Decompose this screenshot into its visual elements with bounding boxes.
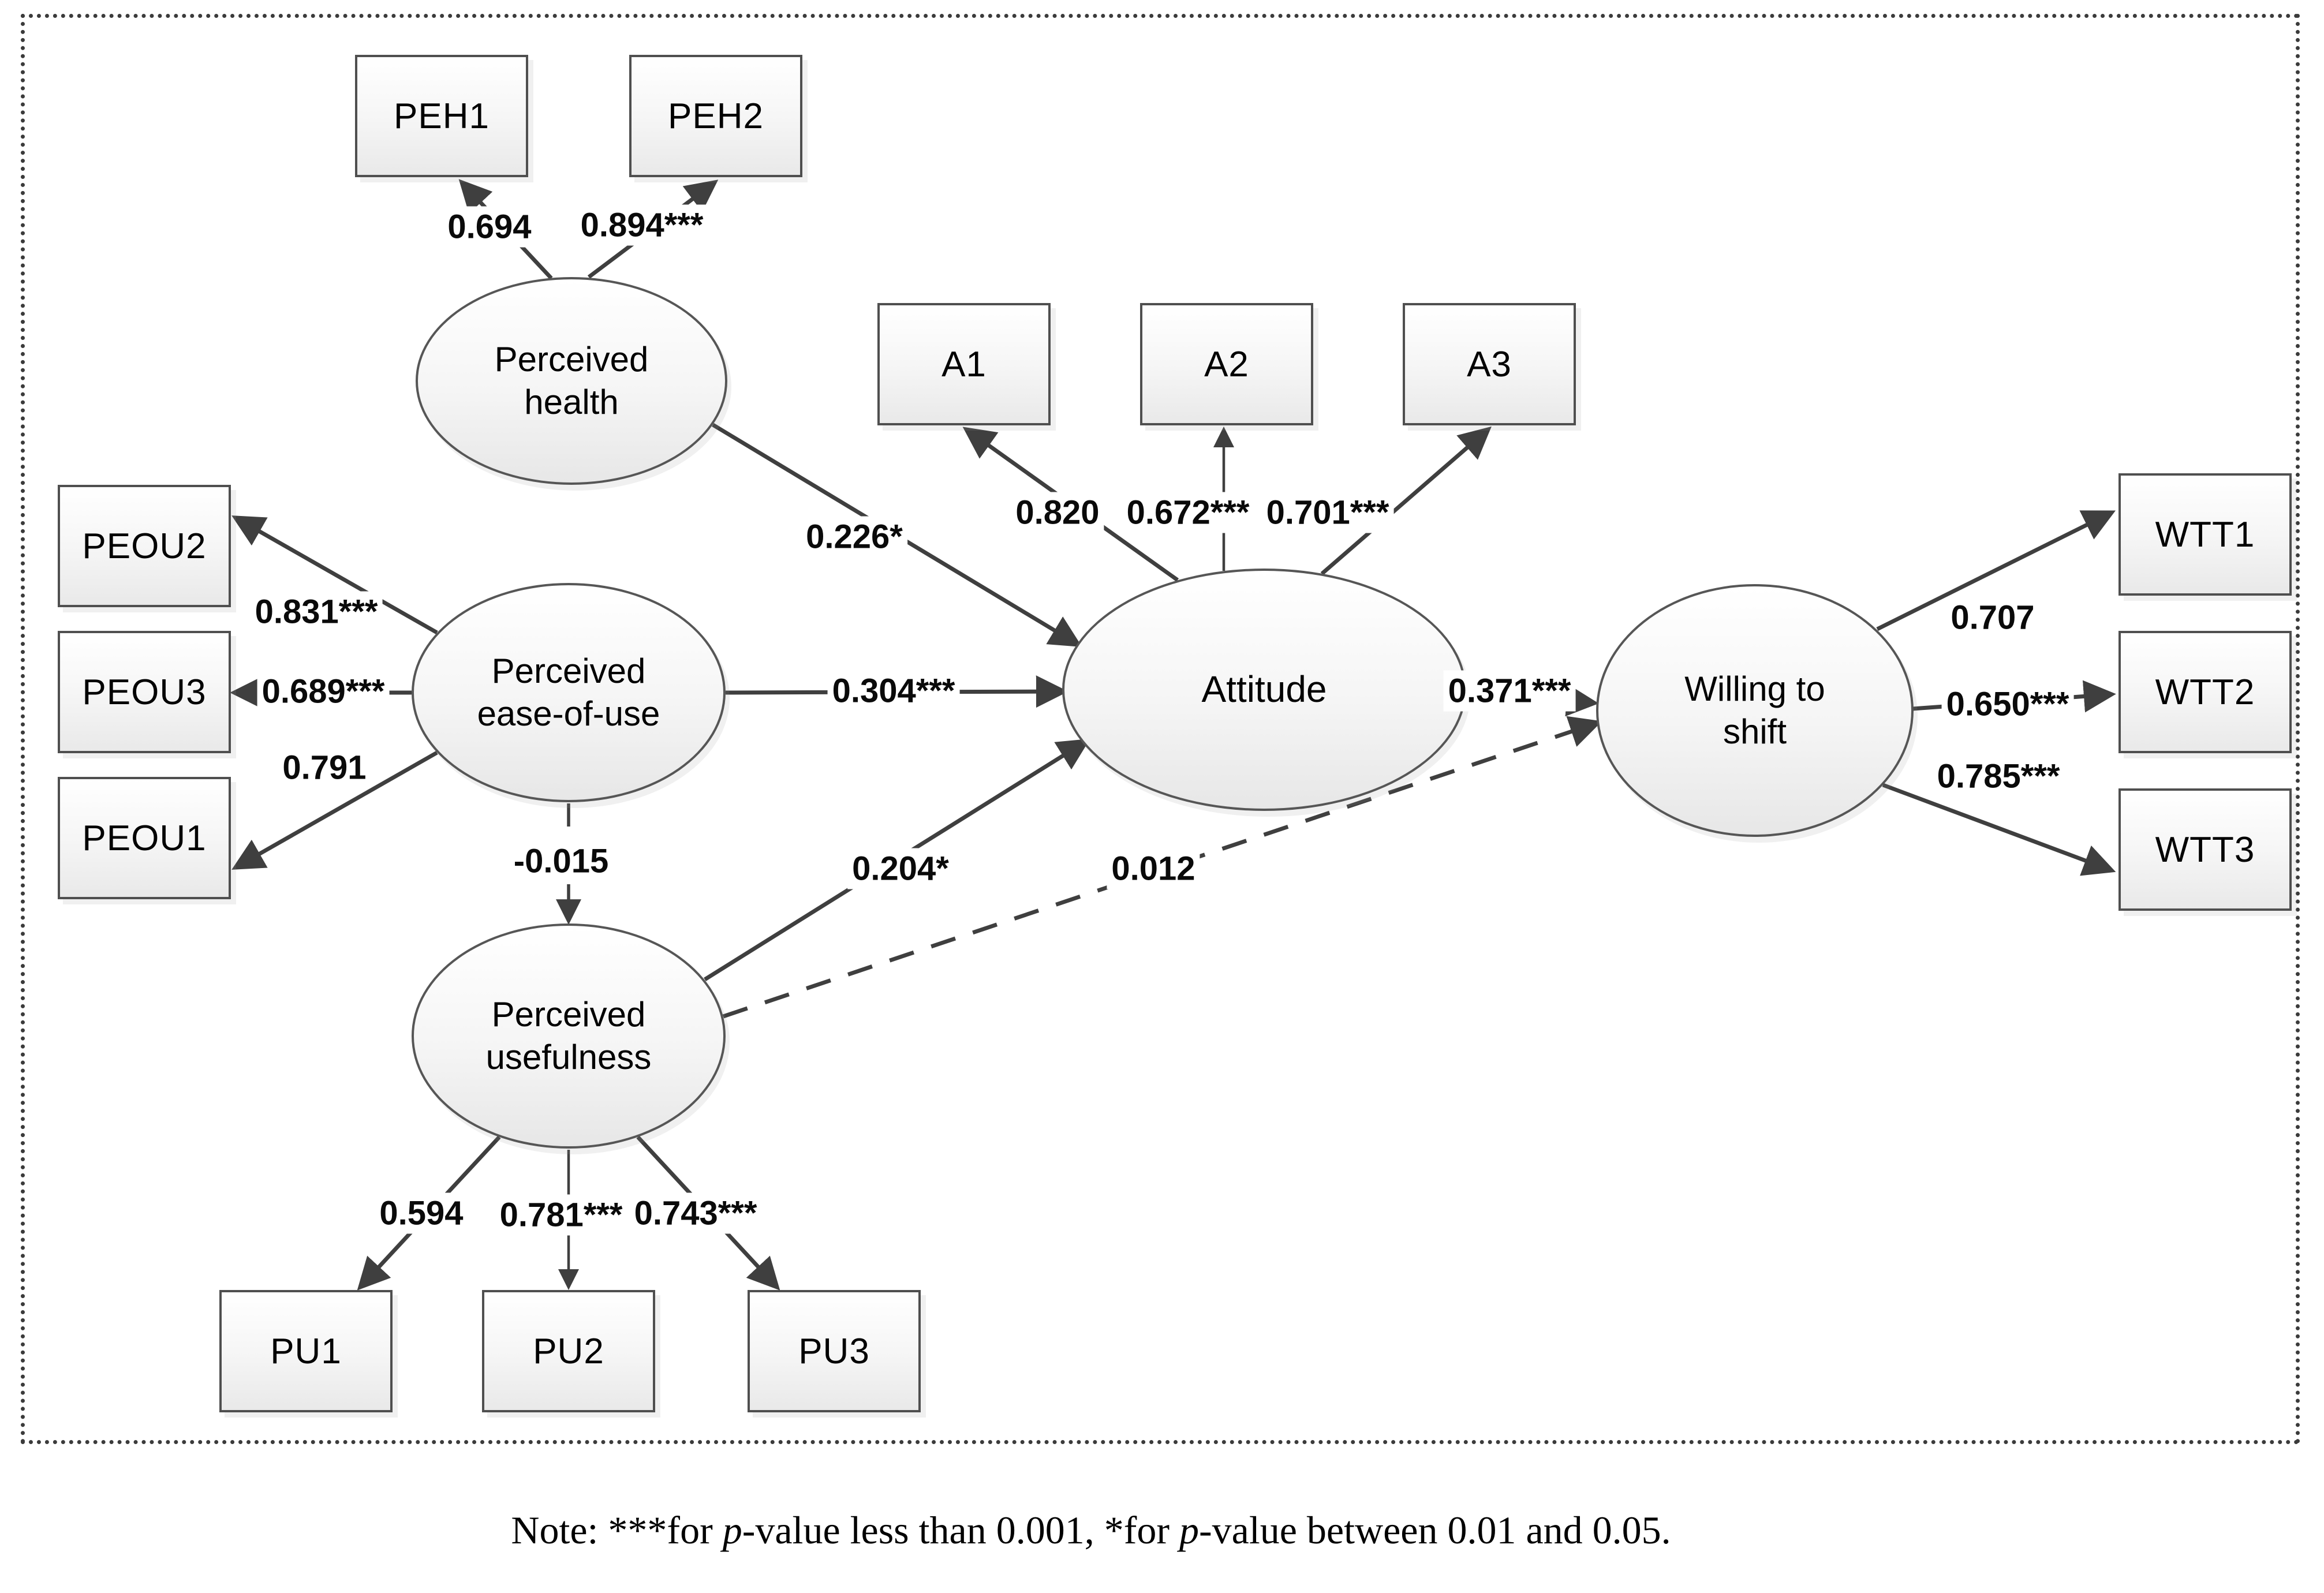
loading-label-ph-peh1: 0.694 (443, 206, 536, 248)
latent-label: Perceived (491, 651, 646, 690)
latent-label: Attitude (1201, 668, 1327, 711)
indicator-box-peh2: PEH2 (629, 55, 802, 177)
indicator-box-peou2: PEOU2 (58, 485, 231, 607)
latent-label: Perceived (494, 339, 649, 379)
indicator-label: PEH2 (668, 96, 764, 136)
latent-label: usefulness (485, 1038, 652, 1076)
indicator-label: WTT1 (2155, 514, 2255, 555)
loading-label-att-a3: 0.701*** (1261, 492, 1394, 533)
latent-ellipse-perceived-usefulness: Perceived usefulness (412, 923, 726, 1149)
loading-label-wts-wtt3: 0.785*** (1932, 756, 2065, 797)
latent-label: Perceived (491, 994, 646, 1034)
indicator-box-a3: A3 (1403, 303, 1576, 425)
indicator-box-a1: A1 (877, 303, 1051, 425)
indicator-box-pu2: PU2 (482, 1290, 655, 1412)
indicator-label: A2 (1204, 344, 1249, 384)
latent-label: Willing to (1684, 669, 1825, 708)
arrow-att-a3 (1320, 426, 1492, 575)
figure-dotted-border (21, 14, 2300, 1444)
indicator-label: PEOU3 (82, 672, 207, 712)
latent-ellipse-attitude: Attitude (1062, 569, 1466, 811)
loading-label-pu-pu2: 0.781*** (495, 1194, 627, 1236)
arrow-wts-wtt1 (1876, 510, 2116, 631)
indicator-label: A3 (1467, 344, 1512, 384)
latent-label: shift (1723, 712, 1787, 751)
path-label-ph-att: 0.226* (801, 516, 907, 558)
loading-label-pu-pu1: 0.594 (375, 1192, 468, 1234)
loading-label-ph-peh2: 0.894*** (576, 204, 708, 246)
indicator-box-peou1: PEOU1 (58, 777, 231, 899)
indicator-box-pu1: PU1 (219, 1290, 393, 1412)
loading-label-wts-wtt1: 0.707 (1946, 597, 2039, 638)
indicator-box-wtt2: WTT2 (2118, 631, 2292, 753)
latent-label: health (524, 383, 619, 421)
path-label-pu-att: 0.204* (847, 848, 954, 889)
loading-label-pu-pu3: 0.743*** (629, 1192, 762, 1234)
indicator-box-wtt1: WTT1 (2118, 473, 2292, 596)
loading-label-peou-peou2: 0.831*** (250, 591, 383, 633)
latent-label: ease-of-use (477, 694, 660, 733)
indicator-label: PU1 (270, 1331, 342, 1371)
indicator-box-a2: A2 (1140, 303, 1313, 425)
latent-ellipse-perceived-ease-of-use: Perceived ease-of-use (412, 583, 726, 802)
indicator-label: A1 (941, 344, 987, 384)
indicator-box-wtt3: WTT3 (2118, 788, 2292, 911)
arrow-wts-wtt3 (1882, 783, 2116, 876)
arrow-peou-peou1 (231, 750, 438, 870)
path-label-att-wts: 0.371*** (1443, 670, 1576, 712)
indicator-box-peh1: PEH1 (355, 55, 528, 177)
latent-ellipse-perceived-health: Perceived health (416, 277, 727, 485)
indicator-label: WTT3 (2155, 829, 2255, 870)
latent-ellipse-willing-to-shift: Willing to shift (1596, 584, 1914, 837)
arrow-peou-peou2 (231, 515, 438, 635)
loading-label-att-a2: 0.672*** (1122, 492, 1254, 533)
loading-label-att-a1: 0.820 (1011, 492, 1104, 533)
path-label-peou-att: 0.304*** (827, 670, 960, 712)
loading-label-peou-peou3: 0.689*** (257, 671, 390, 712)
loading-label-peou-peou1: 0.791 (278, 747, 371, 788)
note-text: Note: ***for p-value less than 0.001, *f… (511, 1508, 1671, 1552)
indicator-box-pu3: PU3 (748, 1290, 921, 1412)
path-label-peou-pu: -0.015 (509, 840, 614, 882)
indicator-label: PEOU2 (82, 526, 207, 566)
indicator-label: PU2 (533, 1331, 604, 1371)
indicator-label: PEH1 (394, 96, 490, 136)
path-label-pu-wts: 0.012 (1107, 848, 1200, 889)
loading-label-wts-wtt2: 0.650*** (1941, 683, 2074, 725)
indicator-label: PEOU1 (82, 818, 207, 858)
indicator-label: PU3 (798, 1331, 870, 1371)
indicator-label: WTT2 (2155, 672, 2255, 712)
indicator-box-peou3: PEOU3 (58, 631, 231, 753)
